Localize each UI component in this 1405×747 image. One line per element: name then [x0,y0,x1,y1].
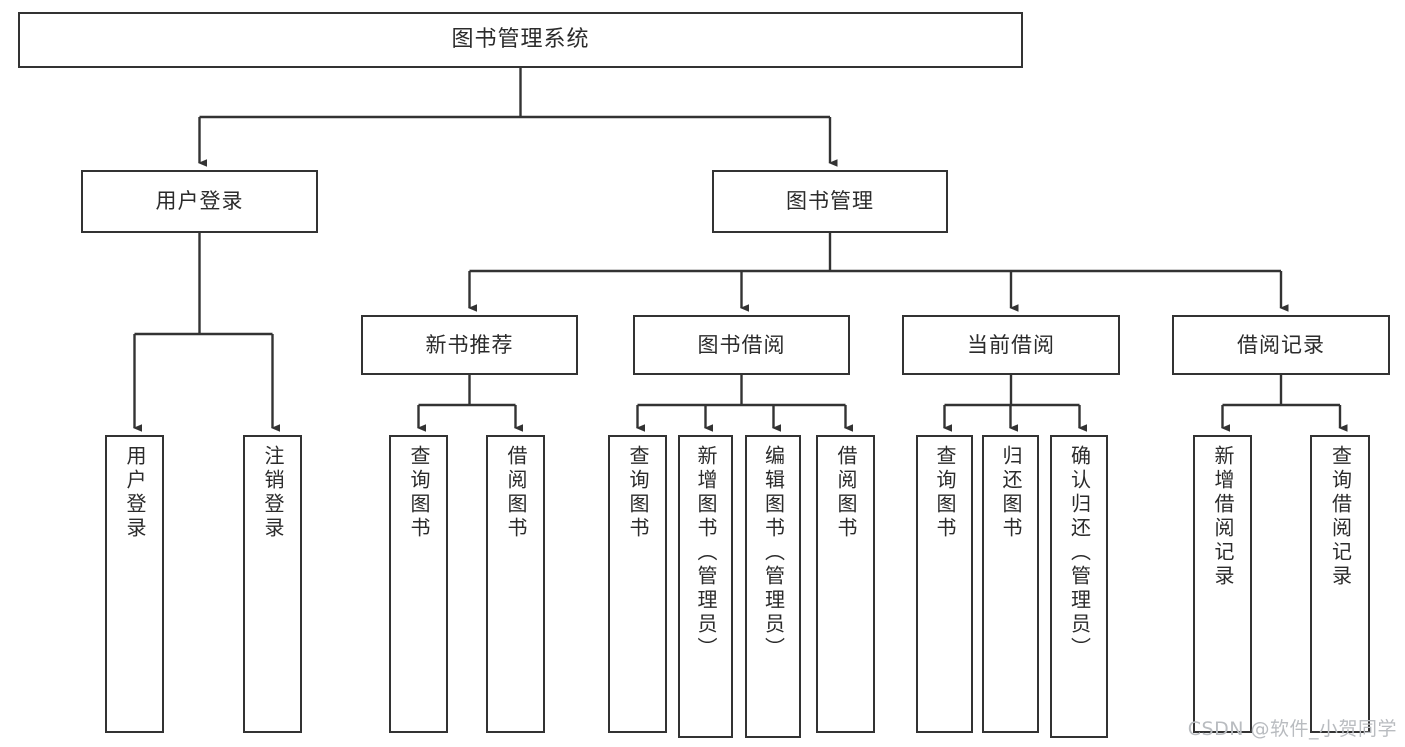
node-borrow-record-label: 借阅记录 [1237,332,1325,357]
node-leaf-user-logout[interactable]: 注销登录 [243,435,302,733]
node-leaf-query-record[interactable]: 查询借阅记录 [1310,435,1370,733]
node-leaf-borrow-book-2-label: 借阅图书 [834,445,858,541]
node-leaf-user-login[interactable]: 用户登录 [105,435,164,733]
node-borrow-record[interactable]: 借阅记录 [1172,315,1390,375]
node-leaf-user-login-label: 用户登录 [123,445,147,541]
node-book-borrow-label: 图书借阅 [697,332,786,357]
node-leaf-edit-book[interactable]: 编辑图书（管理员） [745,435,801,738]
node-leaf-add-record-label: 新增借阅记录 [1211,445,1235,589]
node-new-book-rec[interactable]: 新书推荐 [361,315,578,375]
node-book-borrow[interactable]: 图书借阅 [633,315,850,375]
node-root[interactable]: 图书管理系统 [18,12,1023,68]
node-user-login-label: 用户登录 [155,189,244,213]
node-leaf-borrow-book-1-label: 借阅图书 [504,445,528,541]
node-leaf-confirm-return-label: 确认归还（管理员） [1067,445,1092,661]
node-root-label: 图书管理系统 [451,27,590,52]
node-leaf-query-record-label: 查询借阅记录 [1328,445,1353,589]
node-book-manage-label: 图书管理 [786,189,874,213]
node-leaf-query-book-2[interactable]: 查询图书 [608,435,667,733]
node-new-book-rec-label: 新书推荐 [425,332,514,357]
node-leaf-query-book-2-label: 查询图书 [626,445,650,541]
node-leaf-borrow-book-1[interactable]: 借阅图书 [486,435,545,733]
node-current-borrow[interactable]: 当前借阅 [902,315,1120,375]
node-leaf-query-book-1-label: 查询图书 [407,445,431,541]
node-leaf-edit-book-label: 编辑图书（管理员） [761,445,786,661]
node-leaf-return-book-label: 归还图书 [999,445,1023,541]
node-leaf-query-book-1[interactable]: 查询图书 [389,435,448,733]
node-leaf-return-book[interactable]: 归还图书 [982,435,1039,733]
node-book-manage[interactable]: 图书管理 [712,170,948,233]
node-leaf-query-book-3-label: 查询图书 [933,445,957,541]
node-leaf-add-book-label: 新增图书（管理员） [694,445,718,661]
watermark: CSDN @软件_小贺同学 [1187,718,1397,740]
node-leaf-add-book[interactable]: 新增图书（管理员） [678,435,733,738]
node-leaf-user-logout-label: 注销登录 [261,445,285,541]
node-leaf-query-book-3[interactable]: 查询图书 [916,435,973,733]
node-leaf-borrow-book-2[interactable]: 借阅图书 [816,435,875,733]
node-current-borrow-label: 当前借阅 [967,332,1055,357]
node-leaf-add-record[interactable]: 新增借阅记录 [1193,435,1252,733]
node-leaf-confirm-return[interactable]: 确认归还（管理员） [1050,435,1108,738]
node-user-login[interactable]: 用户登录 [81,170,318,233]
